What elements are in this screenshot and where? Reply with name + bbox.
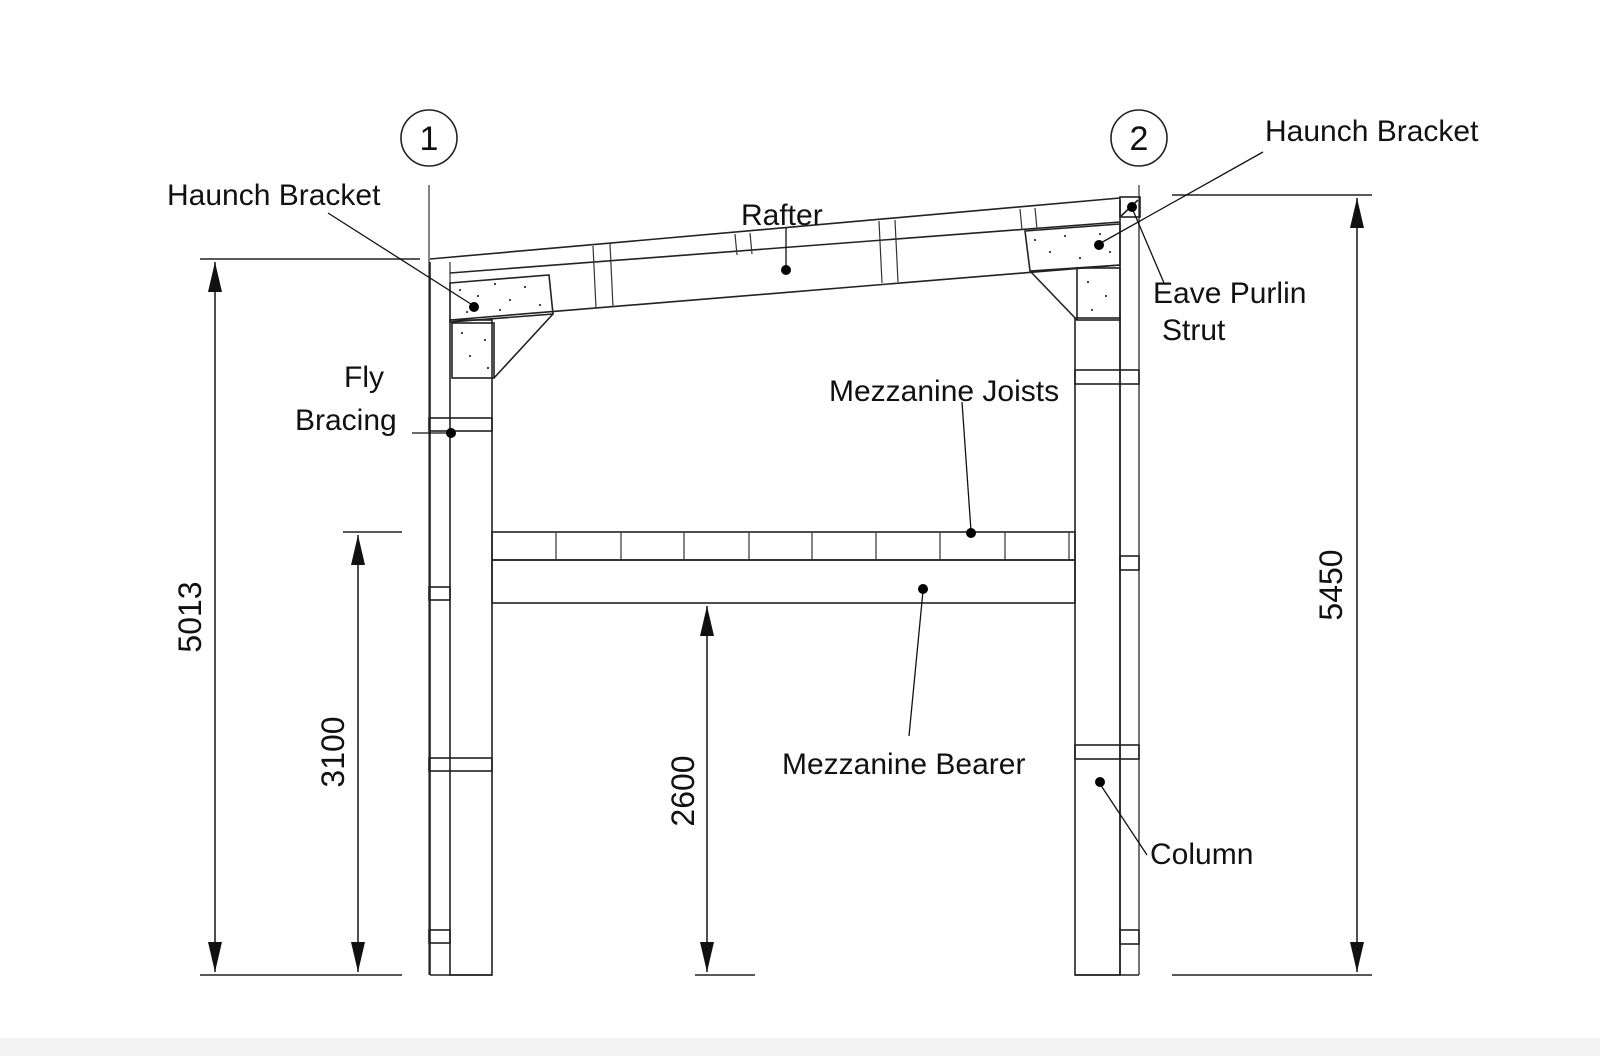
gridline-1-label: 1 bbox=[420, 120, 439, 158]
dimension-3100-label: 3100 bbox=[315, 716, 351, 787]
callout-haunch-bracket-right: Haunch Bracket bbox=[1094, 115, 1479, 250]
label-fly-bracing-line2: Bracing bbox=[295, 404, 397, 437]
label-fly-bracing-line1: Fly bbox=[344, 361, 384, 394]
rafter bbox=[429, 196, 1141, 321]
label-mezzanine-joists: Mezzanine Joists bbox=[829, 375, 1059, 408]
label-haunch-bracket-left: Haunch Bracket bbox=[167, 179, 381, 212]
dimension-2600: 2600 bbox=[665, 606, 755, 976]
label-eave-purlin-line1: Eave Purlin bbox=[1153, 277, 1306, 310]
callout-mezzanine-bearer: Mezzanine Bearer bbox=[782, 584, 1025, 781]
label-rafter: Rafter bbox=[741, 199, 823, 232]
mezzanine-joists bbox=[491, 531, 1076, 561]
label-haunch-bracket-right: Haunch Bracket bbox=[1265, 115, 1479, 148]
dimension-3100: 3100 bbox=[315, 531, 402, 972]
dimension-5450-label: 5450 bbox=[1313, 549, 1349, 620]
gridline-1: 1 bbox=[400, 109, 458, 975]
callout-mezzanine-joists: Mezzanine Joists bbox=[829, 375, 1059, 538]
right-column bbox=[1074, 200, 1140, 976]
callout-fly-bracing: Fly Bracing bbox=[295, 361, 456, 438]
dimension-5013-label: 5013 bbox=[172, 581, 208, 652]
callout-haunch-bracket-left: Haunch Bracket bbox=[167, 179, 479, 312]
dimension-2600-label: 2600 bbox=[665, 755, 701, 826]
callout-rafter: Rafter bbox=[741, 199, 823, 275]
gridline-2-label: 2 bbox=[1130, 120, 1149, 158]
left-column bbox=[428, 262, 493, 976]
label-column: Column bbox=[1150, 838, 1253, 871]
callout-eave-purlin-strut: Eave Purlin Strut bbox=[1127, 202, 1306, 347]
callout-column: Column bbox=[1095, 777, 1253, 871]
dimension-5013: 5013 bbox=[172, 258, 420, 976]
left-haunch-bracket bbox=[449, 274, 554, 379]
right-haunch-bracket bbox=[1024, 223, 1121, 321]
dimension-5450: 5450 bbox=[1172, 194, 1372, 976]
bottom-strip bbox=[0, 1038, 1600, 1056]
label-eave-purlin-line2: Strut bbox=[1162, 314, 1226, 347]
label-mezzanine-bearer: Mezzanine Bearer bbox=[782, 748, 1025, 781]
mezzanine-bearer bbox=[491, 559, 1076, 604]
